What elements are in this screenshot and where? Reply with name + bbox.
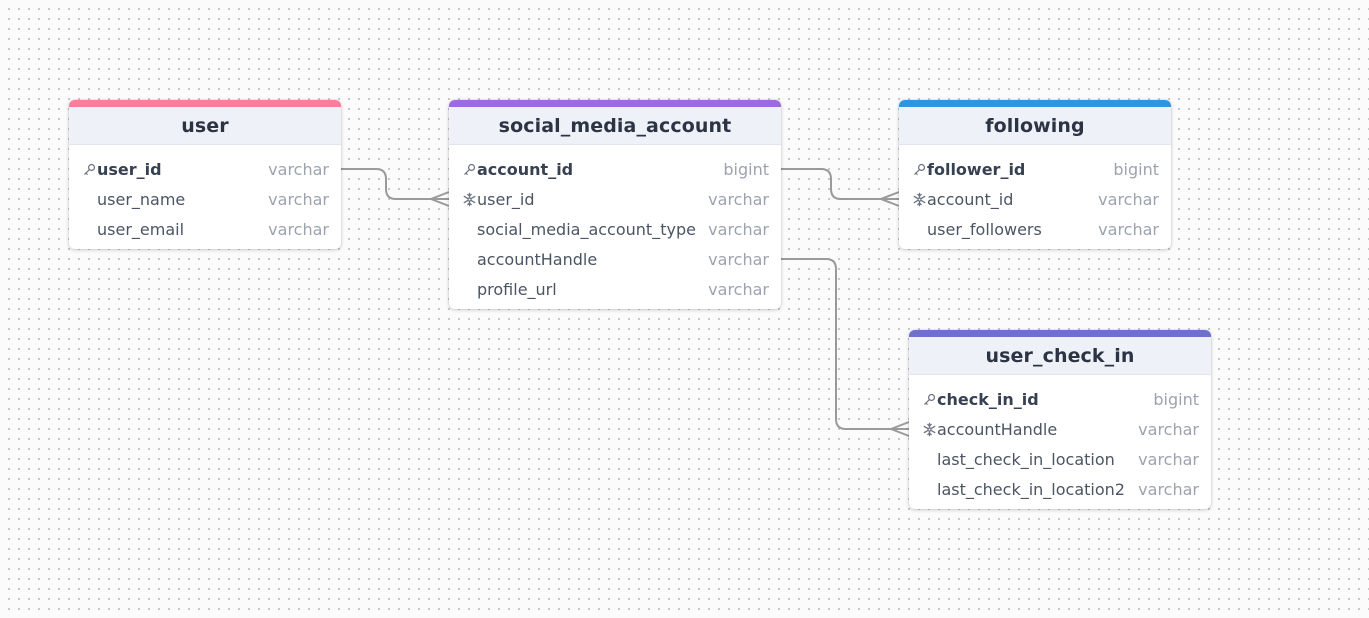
key-icon [81,161,97,177]
field-type: varchar [268,159,329,179]
field-row[interactable]: user_id varchar [449,184,781,214]
field-type: varchar [268,189,329,209]
field-name: social_media_account_type [477,219,696,239]
table-header[interactable]: user [69,100,341,145]
field-name: user_email [97,219,185,239]
table-title: social_media_account [498,114,732,137]
field-name: user_name [97,189,186,209]
field-row[interactable]: accountHandle varchar [449,244,781,274]
field-type: varchar [708,279,769,299]
field-row[interactable]: follower_id bigint [899,154,1171,184]
field-type: varchar [268,219,329,239]
crows-foot-marker [428,191,450,207]
field-name: account_id [927,189,1014,209]
field-type: bigint [1113,159,1159,179]
table-rows: check_in_id bigint accountHandle varchar… [909,375,1211,509]
table-title: user_check_in [985,344,1135,367]
field-name: profile_url [477,279,557,299]
table-title: user [181,114,229,137]
field-row[interactable]: last_check_in_location varchar [909,444,1211,474]
field-type: varchar [1138,479,1199,499]
table-user-check-in[interactable]: user_check_in check_in_id bigint account… [909,330,1211,509]
field-row[interactable]: user_name varchar [69,184,341,214]
field-type: varchar [1098,189,1159,209]
field-row[interactable]: user_email varchar [69,214,341,244]
key-icon [911,161,927,177]
snowflake-icon [911,191,927,207]
table-rows: follower_id bigint account_id varchar us… [899,145,1171,249]
field-name: accountHandle [477,249,598,269]
field-row[interactable]: last_check_in_location2 varchar [909,474,1211,504]
field-row[interactable]: account_id varchar [899,184,1171,214]
field-name: user_id [97,159,162,179]
field-type: varchar [1138,449,1199,469]
field-row[interactable]: check_in_id bigint [909,384,1211,414]
snowflake-icon [461,191,477,207]
field-name: check_in_id [937,389,1039,409]
relation-line[interactable] [781,168,899,200]
table-user[interactable]: user user_id varchar user_name varchar u… [69,100,341,249]
table-following[interactable]: following follower_id bigint account_id … [899,100,1171,249]
field-row[interactable]: account_id bigint [449,154,781,184]
relation-line[interactable] [341,168,449,200]
field-name: last_check_in_location [937,449,1115,469]
field-name: user_followers [927,219,1042,239]
field-type: varchar [708,189,769,209]
field-type: bigint [1153,389,1199,409]
field-name: last_check_in_location2 [937,479,1125,499]
table-title: following [985,114,1085,137]
field-row[interactable]: accountHandle varchar [909,414,1211,444]
field-name: accountHandle [937,419,1058,439]
crows-foot-marker [888,421,910,437]
table-rows: account_id bigint user_id varchar social… [449,145,781,309]
field-name: follower_id [927,159,1026,179]
field-name: account_id [477,159,574,179]
table-header[interactable]: following [899,100,1171,145]
snowflake-icon [921,421,937,437]
relation-line[interactable] [781,258,909,430]
field-type: bigint [723,159,769,179]
field-type: varchar [708,219,769,239]
table-rows: user_id varchar user_name varchar user_e… [69,145,341,249]
field-type: varchar [708,249,769,269]
field-type: varchar [1098,219,1159,239]
table-header[interactable]: user_check_in [909,330,1211,375]
key-icon [461,161,477,177]
field-row[interactable]: profile_url varchar [449,274,781,304]
field-row[interactable]: social_media_account_type varchar [449,214,781,244]
field-type: varchar [1138,419,1199,439]
field-row[interactable]: user_followers varchar [899,214,1171,244]
field-name: user_id [477,189,535,209]
table-social-media-account[interactable]: social_media_account account_id bigint u… [449,100,781,309]
field-row[interactable]: user_id varchar [69,154,341,184]
crows-foot-marker [878,191,900,207]
table-header[interactable]: social_media_account [449,100,781,145]
key-icon [921,391,937,407]
